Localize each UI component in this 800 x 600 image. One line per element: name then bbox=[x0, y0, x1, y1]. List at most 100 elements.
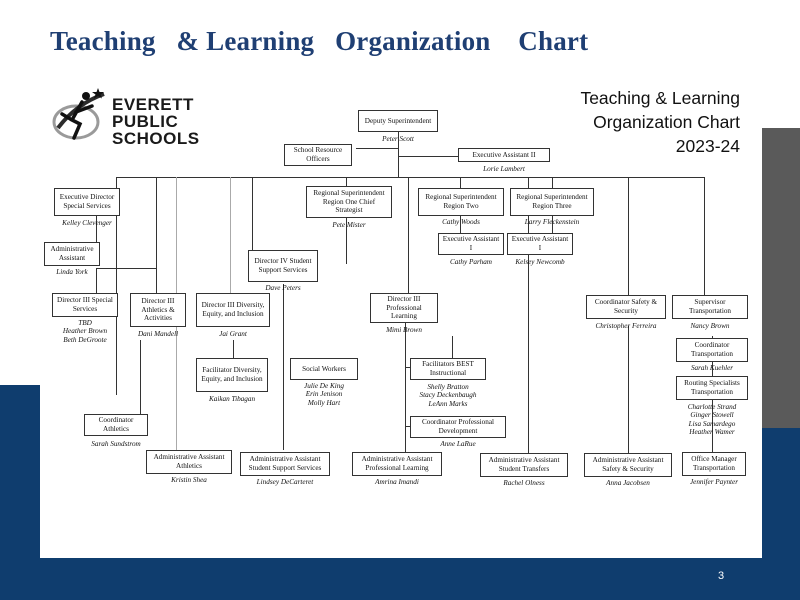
node-name: Cathy Parham bbox=[450, 258, 492, 266]
node-regional-superintendent-region-two: Regional Superintendent Region Two bbox=[418, 188, 504, 216]
node-name: Julie De King Erin Jenison Molly Hart bbox=[304, 382, 344, 407]
connector bbox=[628, 326, 629, 453]
node-social-workers: Social Workers bbox=[290, 358, 358, 380]
node-executive-director-special-services: Executive Director Special Services bbox=[54, 188, 120, 216]
connector bbox=[398, 156, 458, 157]
connector bbox=[230, 177, 231, 295]
org-chart-panel: EVERETT PUBLIC SCHOOLS Teaching & Learni… bbox=[40, 78, 762, 558]
node-name: Jai Grant bbox=[219, 330, 247, 338]
logo-text: EVERETT PUBLIC SCHOOLS bbox=[112, 96, 200, 147]
node-executive-assistant-i-region-two: Executive Assistant I bbox=[438, 233, 504, 255]
connector bbox=[283, 284, 284, 450]
node-name: Mimi Brown bbox=[386, 326, 422, 334]
node-name: Peter Scott bbox=[382, 135, 414, 143]
connector bbox=[528, 177, 529, 457]
node-name: Dave Peters bbox=[265, 284, 301, 292]
node-deputy-superintendent: Deputy Superintendent bbox=[358, 110, 438, 132]
node-name: Sarah Kuehler bbox=[690, 364, 734, 372]
node-regional-superintendent-region-one: Regional Superintendent Region One Chief… bbox=[306, 186, 392, 218]
connector bbox=[346, 218, 347, 264]
node-name: Lorie Lambert bbox=[483, 165, 525, 173]
node-director-iii-special-services: Director III Special Services bbox=[52, 293, 118, 317]
node-name: TBD Heather Brown Beth DeGroote bbox=[62, 319, 108, 344]
logo-line-1: EVERETT bbox=[112, 95, 194, 114]
node-name: Lindsey DeCarteret bbox=[256, 478, 314, 486]
node-name: Rachel Olness bbox=[503, 479, 545, 487]
node-admin-assistant-safety-security: Administrative Assistant Safety & Securi… bbox=[584, 453, 672, 477]
node-director-iii-dei: Director III Diversity, Equity, and Incl… bbox=[196, 293, 270, 327]
connector bbox=[405, 426, 410, 427]
node-executive-assistant-ii: Executive Assistant II bbox=[458, 148, 550, 162]
node-director-iii-professional-learning: Director III Professional Learning bbox=[370, 293, 438, 323]
node-routing-specialists-transportation: Routing Specialists Transportation bbox=[676, 376, 748, 400]
connector bbox=[628, 177, 629, 295]
node-admin-assistant-athletics: Administrative Assistant Athletics bbox=[146, 450, 232, 474]
connector bbox=[346, 177, 347, 188]
node-name: Kelsey Newcomb bbox=[515, 258, 565, 266]
node-name: Kaikan Tibagan bbox=[208, 395, 256, 403]
connector bbox=[405, 367, 410, 368]
connector bbox=[408, 177, 409, 293]
chart-title-line-3: 2023-24 bbox=[675, 136, 740, 156]
node-executive-assistant-i-region-three: Executive Assistant I bbox=[507, 233, 573, 255]
connector bbox=[96, 216, 97, 242]
district-logo: EVERETT PUBLIC SCHOOLS bbox=[52, 84, 212, 147]
connector bbox=[405, 322, 406, 456]
node-director-iv-student-support-services: Director IV Student Support Services bbox=[248, 250, 318, 282]
node-name: Sarah Sundstrom bbox=[91, 440, 141, 448]
chart-title: Teaching & Learning Organization Chart 2… bbox=[580, 86, 740, 158]
logo-line-3: SCHOOLS bbox=[112, 129, 200, 148]
node-coordinator-transportation: Coordinator Transportation bbox=[676, 338, 748, 362]
logo-line-2: PUBLIC bbox=[112, 112, 179, 131]
page-number: 3 bbox=[718, 570, 725, 582]
node-coordinator-athletics: Coordinator Athletics bbox=[84, 414, 148, 436]
connector bbox=[452, 336, 453, 366]
node-supervisor-transportation: Supervisor Transportation bbox=[672, 295, 748, 319]
connector bbox=[96, 268, 156, 269]
connector bbox=[96, 268, 97, 293]
node-name: Nancy Brown bbox=[690, 322, 730, 330]
node-facilitator-dei: Facilitator Diversity, Equity, and Inclu… bbox=[196, 358, 268, 392]
connector bbox=[460, 216, 461, 233]
node-name: Christopher Ferreira bbox=[595, 322, 657, 330]
connector bbox=[552, 177, 553, 188]
node-name: Jennifer Paynter bbox=[689, 478, 739, 486]
chart-title-line-2: Organization Chart bbox=[593, 112, 740, 132]
node-admin-assistant-professional-learning: Administrative Assistant Professional Le… bbox=[352, 452, 442, 476]
node-school-resource-officers: School Resource Officers bbox=[284, 144, 352, 166]
node-name: Anne LaRue bbox=[440, 440, 476, 448]
connector bbox=[552, 216, 553, 233]
connector bbox=[252, 177, 253, 250]
slide-title: Teaching & Learning Organization Chart bbox=[50, 26, 589, 56]
side-accent-bar bbox=[762, 128, 800, 428]
node-name: Charlotte Strand Ginger Stowell Lisa Sam… bbox=[687, 403, 737, 437]
org-chart-main-bar bbox=[116, 177, 704, 178]
node-admin-assistant-student-support-services: Administrative Assistant Student Support… bbox=[240, 452, 330, 476]
node-name: Anna Jacobsen bbox=[606, 479, 650, 487]
connector bbox=[116, 177, 117, 395]
connector bbox=[156, 177, 157, 293]
node-coordinator-safety-security: Coordinator Safety & Security bbox=[586, 295, 666, 319]
node-name: Pete Mister bbox=[332, 221, 366, 229]
node-name: Shelly Bratton Stacy Deckenbaugh LeAnn M… bbox=[419, 383, 477, 408]
node-name: Kelley Clevenger bbox=[62, 219, 112, 227]
chart-title-line-1: Teaching & Learning bbox=[580, 88, 740, 108]
node-facilitators-best-instructional: Facilitators BEST Instructional bbox=[410, 358, 486, 380]
node-coordinator-professional-development: Coordinator Professional Development bbox=[410, 416, 506, 438]
node-administrative-assistant: Administrative Assistant bbox=[44, 242, 100, 266]
connector bbox=[356, 148, 398, 149]
node-office-manager-transportation: Office Manager Transportation bbox=[682, 452, 746, 476]
node-regional-superintendent-region-three: Regional Superintendent Region Three bbox=[510, 188, 594, 216]
runner-swoosh-icon bbox=[52, 88, 105, 140]
connector bbox=[704, 177, 705, 295]
node-name: Kristin Shea bbox=[171, 476, 207, 484]
node-admin-assistant-student-transfers: Administrative Assistant Student Transfe… bbox=[480, 453, 568, 477]
connector bbox=[460, 177, 461, 188]
connector bbox=[233, 340, 234, 362]
node-director-iii-athletics-activities: Director III Athletics & Activities bbox=[130, 293, 186, 327]
node-name: Larry Fleckenstein bbox=[524, 218, 580, 226]
node-name: Amrina Imandi bbox=[375, 478, 419, 486]
node-name: Dani Mandell bbox=[137, 330, 179, 338]
node-name: Linda York bbox=[56, 268, 88, 276]
connector bbox=[398, 132, 399, 177]
